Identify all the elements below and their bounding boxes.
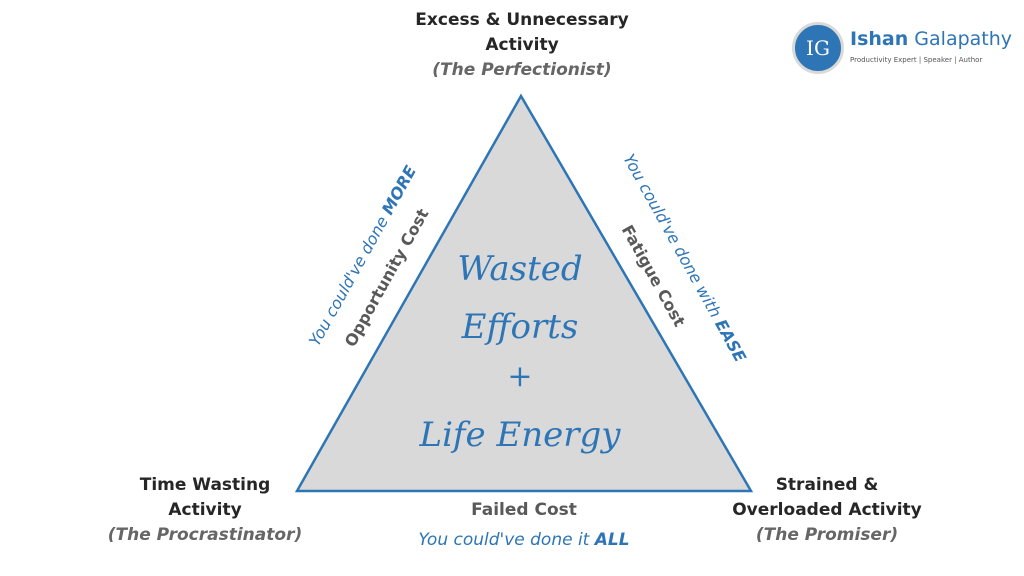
center-line-life-energy: Life Energy [419, 415, 621, 455]
failed-cost-label: Failed Cost [471, 500, 577, 520]
left-vertex-line1: Time Wasting [139, 475, 271, 495]
top-vertex-line1: Excess & Unnecessary [415, 10, 629, 30]
right-vertex-label: Strained & Overloaded Activity (The Prom… [722, 473, 932, 548]
logo-initials-badge: IG [792, 22, 844, 74]
center-line-plus: + [507, 359, 533, 394]
logo-last-name: Galapathy [908, 28, 1013, 50]
left-vertex-role: (The Procrastinator) [107, 525, 303, 545]
left-vertex-label: Time Wasting Activity (The Procrastinato… [100, 473, 310, 548]
logo-name: Ishan Galapathy [850, 28, 1012, 50]
right-vertex-line1: Strained & [775, 475, 879, 495]
top-vertex-label: Excess & Unnecessary Activity (The Perfe… [372, 8, 672, 83]
bottom-edge-could-label: You could've done it ALL [384, 528, 664, 553]
right-vertex-line2: Overloaded Activity [732, 500, 922, 520]
logo-tagline: Productivity Expert | Speaker | Author [850, 56, 983, 64]
logo-first-name: Ishan [850, 28, 909, 50]
wasted-effort-triangle [294, 93, 754, 493]
right-vertex-role: (The Promiser) [755, 525, 899, 545]
top-vertex-role: (The Perfectionist) [432, 60, 612, 80]
center-line-wasted: Wasted [457, 249, 583, 289]
top-vertex-line2: Activity [485, 35, 559, 55]
brand-logo: IG Ishan Galapathy Productivity Expert |… [792, 22, 1012, 82]
left-vertex-line2: Activity [168, 500, 242, 520]
bottom-edge-could-emphasis: ALL [594, 530, 630, 550]
bottom-edge-could-prefix: You could've done it [418, 530, 595, 550]
center-line-efforts: Efforts [461, 307, 579, 347]
